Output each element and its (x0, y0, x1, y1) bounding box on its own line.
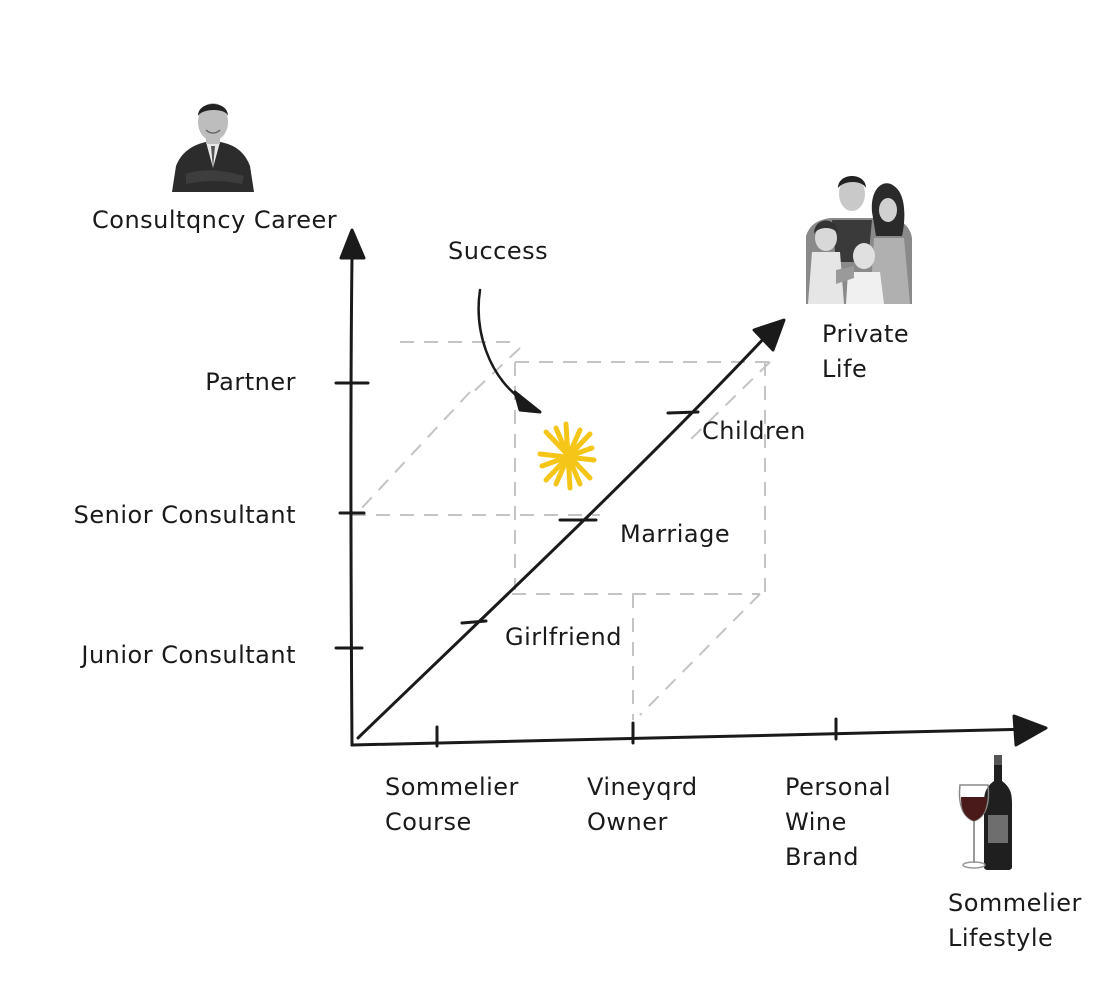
career-level-label-junior: Junior Consultant (81, 641, 296, 669)
career-level-label-partner: Partner (205, 368, 296, 396)
private-stage-label-children: Children (702, 417, 806, 445)
horizontal-axis-title: Sommelier Lifestyle (948, 889, 1082, 952)
horizontal-axis (350, 727, 1032, 747)
sommelier-stage-label-course: Sommelier Course (385, 773, 519, 836)
horizontal-axis-arrowhead (1012, 714, 1048, 747)
career-level-label-senior: Senior Consultant (73, 501, 296, 529)
axes (349, 256, 1032, 747)
family-photo (806, 166, 912, 304)
success-star-icon (537, 421, 597, 491)
dashed-guide-box (352, 341, 772, 720)
diagonal-axis-title: Private Life (822, 320, 910, 383)
wine-bottle-and-glass-icon (958, 755, 1012, 870)
success-pointer-arrow (477, 288, 542, 414)
arrowheads (339, 228, 1048, 747)
businessman-photo (172, 103, 254, 192)
diagonal-axis (356, 332, 770, 740)
vertical-axis-title: Consultqncy Career (92, 206, 338, 234)
vertical-axis (349, 256, 354, 747)
diagonal-axis-arrowhead (752, 318, 786, 352)
private-stage-label-marriage: Marriage (620, 520, 731, 548)
success-label: Success (448, 237, 549, 265)
vertical-axis-arrowhead (339, 228, 366, 260)
sommelier-stage-label-wine-brand: Personal Wine Brand (785, 773, 892, 871)
sommelier-stage-label-vineyard: Vineyqrd Owner (587, 773, 698, 836)
tick-marks (334, 381, 838, 748)
private-stage-label-girlfriend: Girlfriend (505, 623, 622, 651)
